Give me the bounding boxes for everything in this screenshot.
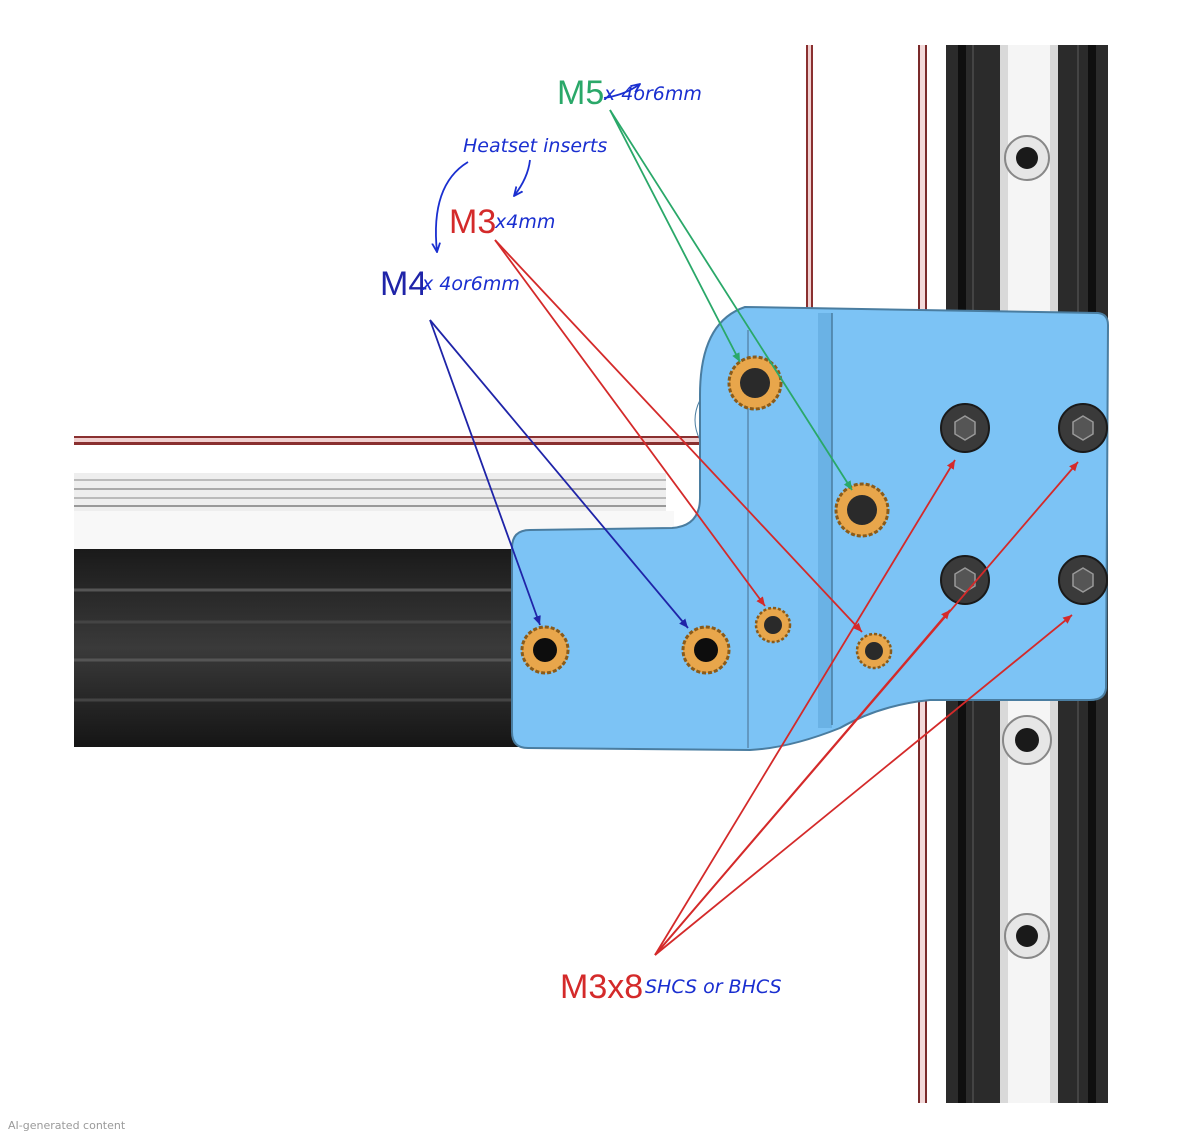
screw-arrows	[654, 459, 1079, 956]
insert-m3-left	[754, 606, 792, 644]
insert-m5-middle	[834, 482, 890, 538]
m5-size-label: M5	[557, 74, 604, 112]
m4-length-label: x 4or6mm	[421, 273, 520, 295]
m3-insert-length-label: x4mm	[494, 211, 555, 233]
screw-type-label: SHCS or BHCS	[645, 976, 782, 998]
screw-head-bottom-left	[940, 555, 990, 605]
m4-arrows	[429, 319, 689, 629]
screw-head-top-left	[940, 403, 990, 453]
screw-size-label: M3x8	[560, 968, 643, 1006]
m3-insert-size-label: M3	[449, 203, 496, 241]
rail-bolt	[1004, 135, 1050, 181]
handwritten-arrows	[436, 84, 640, 252]
insert-m4-left	[520, 625, 570, 675]
m3-insert-arrows	[494, 239, 863, 633]
screw-head-top-right	[1058, 403, 1108, 453]
m5-length-label: x 4or6mm	[603, 83, 702, 105]
rail-bolt	[1004, 913, 1050, 959]
corner-bracket	[511, 305, 1110, 752]
insert-m4-right	[681, 625, 731, 675]
rail-bolt	[1002, 715, 1052, 765]
heatset-inserts-label: Heatset inserts	[463, 135, 607, 157]
insert-m5-top	[727, 355, 783, 411]
horizontal-extrusion	[74, 436, 724, 747]
ai-watermark: AI-generated content	[8, 1119, 126, 1132]
insert-m3-right	[855, 632, 893, 670]
m5-arrows	[609, 109, 853, 491]
m4-size-label: M4	[380, 265, 427, 303]
frame-edge-vertical	[806, 45, 813, 325]
screw-head-bottom-right	[1058, 555, 1108, 605]
